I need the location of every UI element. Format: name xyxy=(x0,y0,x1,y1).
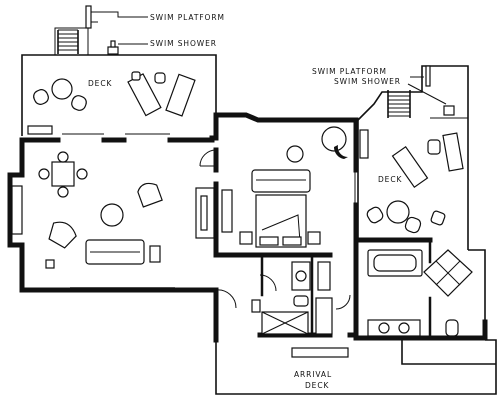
toilet xyxy=(293,295,309,307)
coffee-table xyxy=(100,203,124,227)
bedroom-sofa xyxy=(251,169,311,193)
window-left xyxy=(11,185,23,235)
vanity xyxy=(367,319,421,337)
arrival-bench xyxy=(291,347,349,358)
dining-table xyxy=(38,151,88,198)
swim-platform-top xyxy=(54,5,148,55)
deck-right-table-set xyxy=(366,200,446,234)
label-arrival-deck-line2: DECK xyxy=(305,381,329,390)
deck-right xyxy=(357,117,469,250)
swim-shower-right xyxy=(443,105,455,116)
deck-bench-left xyxy=(27,125,53,135)
exterior-walls xyxy=(7,112,488,343)
living-room xyxy=(11,151,215,289)
bed xyxy=(239,194,321,248)
swim-shower-top xyxy=(107,46,119,55)
deck-right-side-table xyxy=(427,139,441,155)
bedroom-table xyxy=(321,126,347,152)
shower-center xyxy=(261,311,309,335)
toilet-right xyxy=(445,319,459,337)
deck-left-loungers xyxy=(127,71,196,117)
bedroom xyxy=(221,126,369,248)
swim-platform-stairs-top xyxy=(57,29,79,54)
armchair-right xyxy=(137,182,163,208)
label-deck-right: DECK xyxy=(378,175,402,184)
closet xyxy=(317,261,331,291)
bedroom-stool xyxy=(286,145,304,163)
side-table xyxy=(149,245,161,263)
label-swim-shower-top: SWIM SHOWER xyxy=(150,39,217,48)
label-swim-platform-right: SWIM PLATFORM xyxy=(312,67,387,76)
center-bath xyxy=(251,253,333,337)
label-swim-platform-top: SWIM PLATFORM xyxy=(150,13,225,22)
swim-ladder-right xyxy=(425,65,431,87)
label-swim-shower-right: SWIM SHOWER xyxy=(334,77,401,86)
label-deck-left: DECK xyxy=(88,79,112,88)
deck-left xyxy=(21,54,217,136)
right-bath xyxy=(367,238,486,338)
deck-right-lounger-1 xyxy=(391,146,429,188)
label-arrival-deck-line1: ARRIVAL xyxy=(294,370,332,379)
shower-right xyxy=(423,249,473,297)
deck-right-lounger-2 xyxy=(442,132,464,172)
sofa xyxy=(85,239,145,265)
plant-box xyxy=(45,259,55,269)
deck-left-table-set xyxy=(33,78,87,111)
swim-ladder-top xyxy=(85,5,92,29)
wardrobe xyxy=(221,189,233,233)
swim-platform-right xyxy=(357,65,469,121)
swim-platform-stairs-right xyxy=(387,90,411,118)
center-storage xyxy=(315,297,333,335)
bedroom-shelf xyxy=(359,129,369,159)
arrival-deck xyxy=(215,338,497,395)
armchair-left xyxy=(48,221,77,249)
